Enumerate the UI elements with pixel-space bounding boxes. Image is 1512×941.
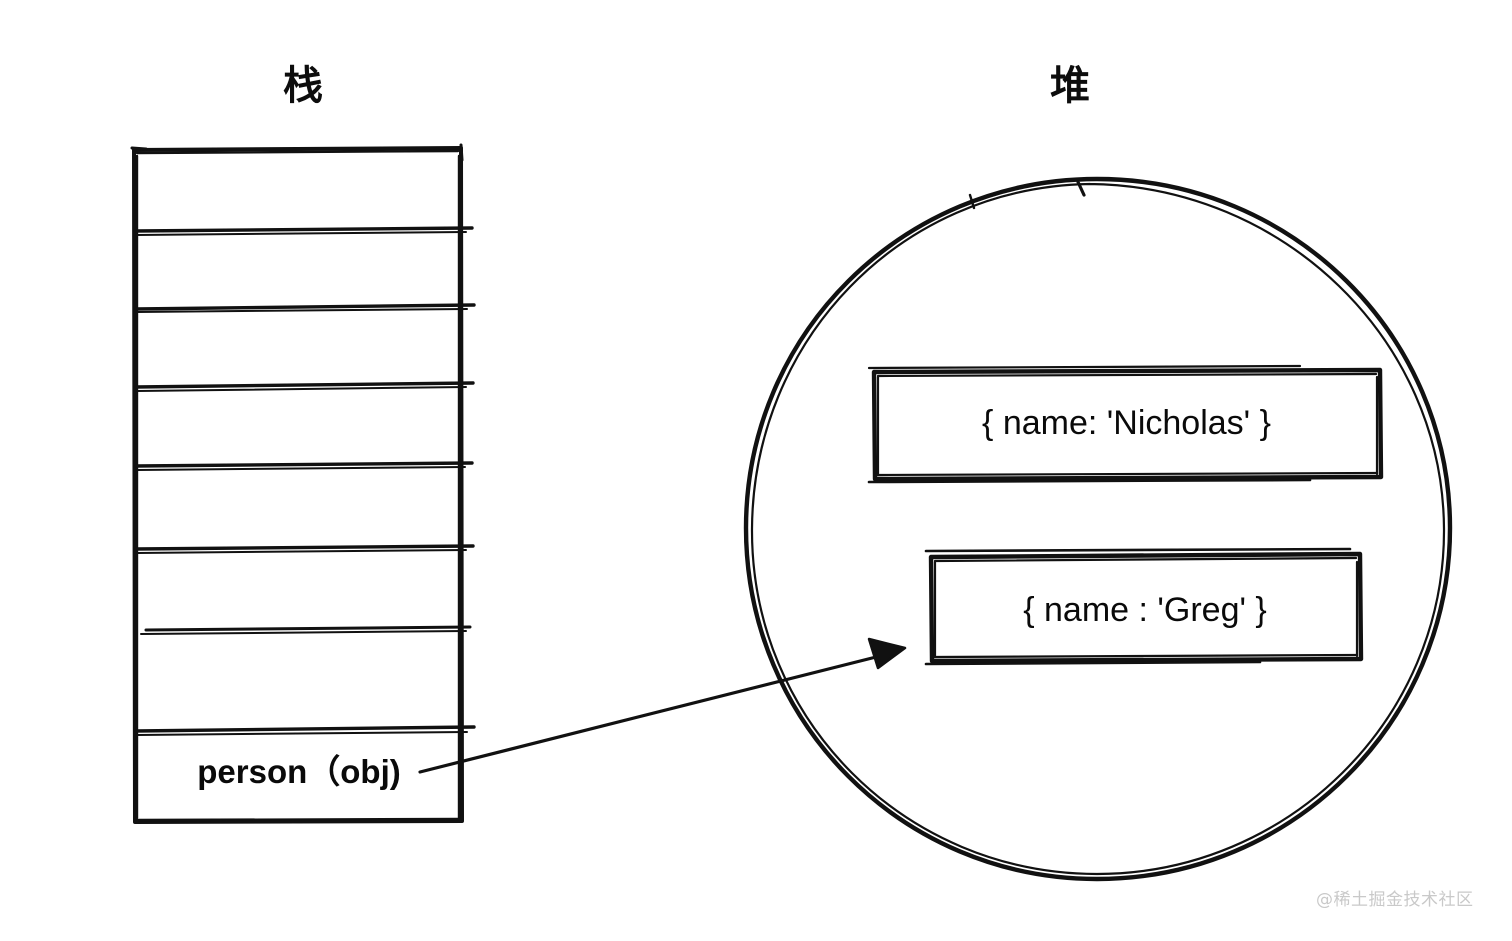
heap-circle <box>743 176 1453 882</box>
watermark: @稀土掘金技术社区 <box>1316 890 1474 910</box>
heap-object-greg-box <box>924 547 1364 666</box>
heap-object-greg-label: { name : 'Greg' } <box>1023 591 1267 629</box>
stack-cell-person-label: person（obj) <box>197 753 401 790</box>
stack-outline <box>130 143 464 824</box>
stack-title: 栈 <box>283 63 323 109</box>
heap-title: 堆 <box>1050 63 1090 109</box>
stack-dividers <box>133 226 476 736</box>
heap-object-nicholas-label: { name: 'Nicholas' } <box>982 404 1271 442</box>
heap-object-nicholas-box <box>867 364 1384 484</box>
pointer-arrow <box>418 637 907 774</box>
